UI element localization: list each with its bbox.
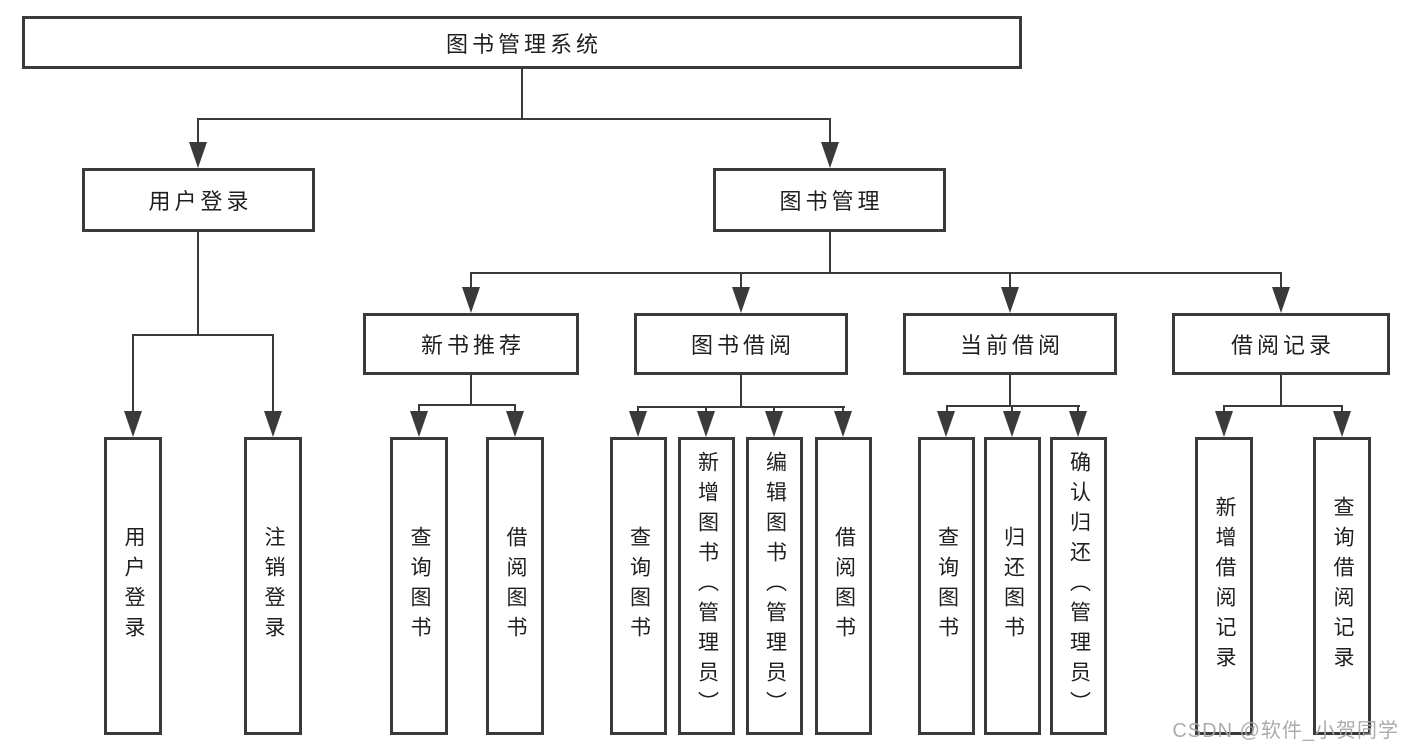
- connector-level3-rail: [470, 272, 1282, 274]
- leaf-confirm-return-admin-label: 确认归还（管理员）: [1067, 451, 1091, 721]
- connector-login-rail: [132, 334, 274, 336]
- leaf-add-borrow-record: 新增借阅记录: [1195, 437, 1253, 735]
- node-borrowing-records: 借阅记录: [1172, 313, 1390, 375]
- connector-login-drop: [197, 119, 199, 146]
- node-root: 图书管理系统: [22, 16, 1022, 69]
- arrowhead-down-icon: [124, 411, 142, 437]
- leaf-query-borrow-record: 查询借阅记录: [1313, 437, 1371, 735]
- leaf-query-books-current-label: 查询图书: [935, 526, 959, 646]
- connector-login-stem: [197, 230, 199, 336]
- node-root-label: 图书管理系统: [445, 31, 602, 57]
- connector-login-leaf2-drop: [272, 335, 274, 415]
- leaf-confirm-return-admin: 确认归还（管理员）: [1050, 437, 1107, 735]
- arrowhead-down-icon: [1333, 411, 1351, 437]
- arrowhead-down-icon: [1272, 287, 1290, 313]
- connector-l3b-drop: [740, 273, 742, 291]
- arrowhead-down-icon: [1001, 287, 1019, 313]
- arrowhead-down-icon: [765, 411, 783, 437]
- arrowhead-down-icon: [264, 411, 282, 437]
- node-new-book-recommendation-label: 新书推荐: [420, 333, 525, 358]
- connector-mgmt-drop: [829, 119, 831, 146]
- connector-g2b-drop: [514, 405, 516, 414]
- connector-g4c-drop: [1077, 406, 1079, 414]
- arrowhead-down-icon: [629, 411, 647, 437]
- connector-l3c-drop: [1009, 273, 1011, 291]
- leaf-query-books-newrec-label: 查询图书: [408, 526, 431, 646]
- connector-g3-rail: [637, 406, 845, 408]
- connector-g3c-drop: [773, 407, 775, 414]
- connector-g3b-drop: [705, 407, 707, 414]
- leaf-borrow-books-newrec-label: 借阅图书: [504, 526, 527, 646]
- connector-g2-rail: [418, 404, 516, 406]
- arrowhead-down-icon: [821, 142, 839, 168]
- connector-g5b-drop: [1341, 406, 1343, 414]
- leaf-borrow-books: 借阅图书: [815, 437, 872, 735]
- connector-mgmt-stem: [829, 230, 831, 274]
- node-user-login-label: 用户登录: [148, 189, 253, 214]
- connector-g3-stem: [740, 373, 742, 407]
- node-new-book-recommendation: 新书推荐: [363, 313, 579, 375]
- node-current-borrowing-label: 当前借阅: [959, 333, 1064, 358]
- connector-g2a-drop: [418, 405, 420, 414]
- leaf-return-books-label: 归还图书: [1001, 526, 1025, 646]
- leaf-user-login: 用户登录: [104, 437, 162, 735]
- arrowhead-down-icon: [189, 142, 207, 168]
- node-book-management: 图书管理: [713, 168, 946, 232]
- connector-g3a-drop: [637, 407, 639, 414]
- arrowhead-down-icon: [1215, 411, 1233, 437]
- arrowhead-down-icon: [462, 287, 480, 313]
- arrowhead-down-icon: [1003, 411, 1021, 437]
- leaf-borrow-books-newrec: 借阅图书: [486, 437, 544, 735]
- connector-level2-rail: [197, 118, 831, 120]
- node-book-management-label: 图书管理: [779, 189, 884, 214]
- arrowhead-down-icon: [937, 411, 955, 437]
- leaf-add-books-admin-label: 新增图书（管理员）: [695, 451, 719, 721]
- watermark-text: CSDN @软件_小贺同学: [1172, 720, 1399, 742]
- connector-g5-stem: [1280, 373, 1282, 407]
- connector-g4b-drop: [1011, 406, 1013, 414]
- leaf-add-borrow-record-label: 新增借阅记录: [1213, 496, 1236, 676]
- leaf-query-books-borrow-label: 查询图书: [627, 526, 651, 646]
- connector-g4-stem: [1009, 373, 1011, 407]
- arrowhead-down-icon: [1069, 411, 1087, 437]
- leaf-user-login-label: 用户登录: [122, 526, 145, 646]
- connector-l3a-drop: [470, 273, 472, 291]
- leaf-logout: 注销登录: [244, 437, 302, 735]
- connector-root-stem: [521, 67, 523, 119]
- node-borrowing-records-label: 借阅记录: [1230, 333, 1335, 358]
- leaf-add-books-admin: 新增图书（管理员）: [678, 437, 735, 735]
- node-book-borrowing: 图书借阅: [634, 313, 848, 375]
- connector-g5-rail: [1223, 405, 1343, 407]
- arrowhead-down-icon: [834, 411, 852, 437]
- arrowhead-down-icon: [506, 411, 524, 437]
- connector-g3d-drop: [842, 407, 844, 414]
- connector-g5a-drop: [1223, 406, 1225, 414]
- leaf-edit-books-admin-label: 编辑图书（管理员）: [763, 451, 787, 721]
- arrowhead-down-icon: [732, 287, 750, 313]
- node-current-borrowing: 当前借阅: [903, 313, 1117, 375]
- connector-g2-stem: [470, 373, 472, 405]
- leaf-query-books-current: 查询图书: [918, 437, 975, 735]
- leaf-query-books-borrow: 查询图书: [610, 437, 667, 735]
- connector-g4a-drop: [946, 406, 948, 414]
- leaf-borrow-books-label: 借阅图书: [832, 526, 856, 646]
- arrowhead-down-icon: [697, 411, 715, 437]
- arrowhead-down-icon: [410, 411, 428, 437]
- leaf-return-books: 归还图书: [984, 437, 1041, 735]
- connector-g4-rail: [946, 405, 1080, 407]
- connector-login-leaf1-drop: [132, 335, 134, 415]
- connector-l3d-drop: [1280, 273, 1282, 291]
- node-user-login: 用户登录: [82, 168, 315, 232]
- leaf-edit-books-admin: 编辑图书（管理员）: [746, 437, 803, 735]
- leaf-query-borrow-record-label: 查询借阅记录: [1331, 496, 1354, 676]
- leaf-logout-label: 注销登录: [262, 526, 285, 646]
- node-book-borrowing-label: 图书借阅: [690, 333, 795, 358]
- leaf-query-books-newrec: 查询图书: [390, 437, 448, 735]
